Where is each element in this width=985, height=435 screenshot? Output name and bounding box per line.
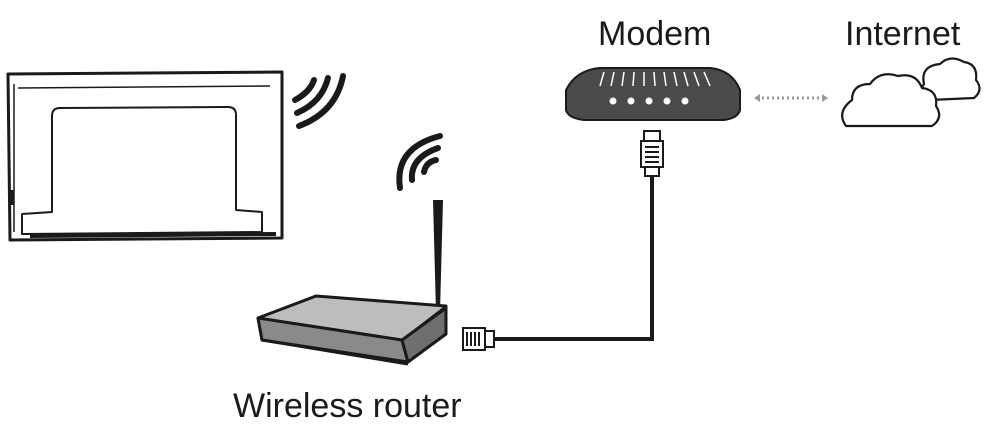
router-wifi-waves-icon (396, 133, 443, 191)
router-antenna (433, 200, 443, 312)
router-ethernet-plug-icon (462, 327, 495, 351)
internet-link-dotted (754, 94, 828, 102)
cloud-icon (841, 57, 981, 128)
tv-wifi-waves-icon (292, 73, 346, 129)
ethernet-cable (494, 176, 654, 341)
wireless-router-icon (256, 294, 448, 366)
modem-icon (565, 67, 741, 121)
tv-back-icon (6, 70, 284, 242)
modem-label: Modem (598, 15, 712, 53)
internet-label: Internet (845, 15, 961, 53)
modem-ethernet-plug-icon (640, 130, 664, 177)
wireless-router-label: Wireless router (233, 387, 462, 425)
